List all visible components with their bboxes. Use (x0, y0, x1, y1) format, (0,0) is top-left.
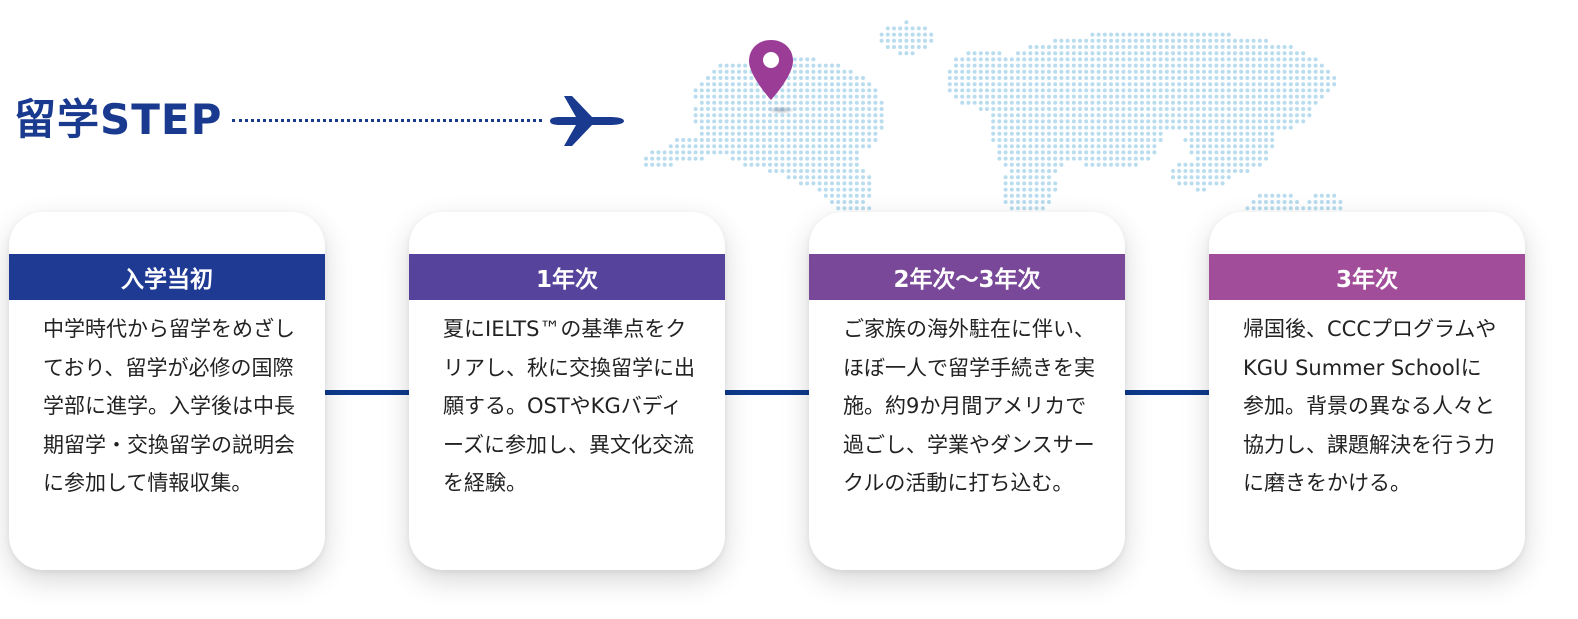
step-description: ご家族の海外駐在に伴い、ほぼ一人で留学手続きを実施。約9か月間アメリカで過ごし、… (843, 317, 1095, 495)
step-header: 入学当初 (9, 254, 325, 300)
step-card-1: 入学当初 中学時代から留学をめざしており、留学が必修の国際学部に進学。入学後は中… (9, 212, 325, 570)
page-title: 留学STEP (14, 95, 223, 144)
step-card-4: 3年次 帰国後、CCCプログラムやKGU Summer Schoolに参加。背景… (1209, 212, 1525, 570)
connector-2 (724, 390, 810, 395)
step-description: 中学時代から留学をめざしており、留学が必修の国際学部に進学。入学後は中長期留学・… (43, 317, 295, 495)
connector-3 (1124, 390, 1210, 395)
step-header: 2年次〜3年次 (809, 254, 1125, 300)
step-description: 夏にIELTS™の基準点をクリアし、秋に交換留学に出願する。OSTやKGバディー… (443, 317, 695, 495)
step-card-2: 1年次 夏にIELTS™の基準点をクリアし、秋に交換留学に出願する。OSTやKG… (409, 212, 725, 570)
map-pin-icon (749, 40, 795, 114)
step-header: 3年次 (1209, 254, 1525, 300)
step-header: 1年次 (409, 254, 725, 300)
dotted-line (232, 119, 542, 122)
connector-1 (324, 390, 410, 395)
step-card-3: 2年次〜3年次 ご家族の海外駐在に伴い、ほぼ一人で留学手続きを実施。約9か月間ア… (809, 212, 1125, 570)
step-description: 帰国後、CCCプログラムやKGU Summer Schoolに参加。背景の異なる… (1243, 317, 1497, 495)
airplane-icon (550, 96, 624, 146)
